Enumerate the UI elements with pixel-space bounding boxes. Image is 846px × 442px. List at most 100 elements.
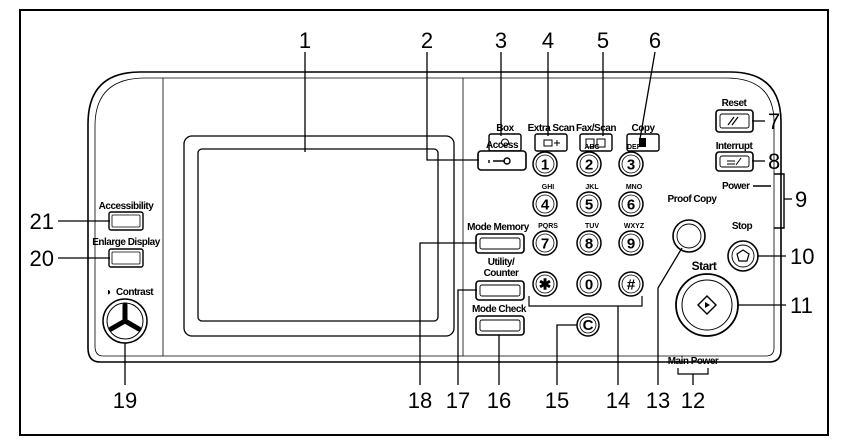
contrast-label: Contrast xyxy=(116,287,154,298)
keypad-key-9[interactable] xyxy=(532,271,558,297)
keypad-digit: 6 xyxy=(627,197,635,214)
power-label: Power xyxy=(722,181,750,192)
keypad-digit: 5 xyxy=(585,197,593,214)
proof-copy-button-inner xyxy=(676,223,702,249)
main-power-label: Main Power xyxy=(668,356,719,367)
stop-icon xyxy=(736,249,750,262)
keypad-key-inner xyxy=(535,274,555,294)
keypad-key-inner xyxy=(621,274,641,294)
keypad-digit: 1 xyxy=(541,157,549,174)
interrupt-icon xyxy=(727,157,742,166)
accessibility-button-inner xyxy=(111,214,141,228)
extra-scan-button[interactable] xyxy=(534,133,568,152)
reset-button-inner xyxy=(719,113,750,129)
callout-13: 13 xyxy=(646,388,670,413)
keypad-key-11[interactable] xyxy=(618,271,644,297)
proof-copy-label: Proof Copy xyxy=(668,194,718,205)
utility-label-line2: Counter xyxy=(484,268,519,279)
leader-18 xyxy=(419,242,477,385)
contrast-symbol: ◑ xyxy=(105,287,111,298)
keypad-key-0[interactable] xyxy=(532,151,558,177)
reset-label: Reset xyxy=(722,98,748,109)
leader-6 xyxy=(639,51,656,140)
main-power-indicator xyxy=(677,368,709,375)
keypad-key-inner xyxy=(621,194,641,214)
interrupt-button-inner xyxy=(719,155,750,168)
callout-11: 11 xyxy=(790,293,813,318)
keypad-key-4[interactable] xyxy=(576,191,602,217)
keypad-digit: 7 xyxy=(541,236,549,253)
callout-14: 14 xyxy=(606,388,630,413)
keypad-letters: ABC xyxy=(584,144,599,151)
utility-label-line1: Utility/ xyxy=(488,257,515,268)
callout-6: 6 xyxy=(649,28,661,53)
callout-12: 12 xyxy=(681,388,705,413)
keypad-key-10[interactable] xyxy=(576,271,602,297)
touch-panel-screen[interactable] xyxy=(197,148,439,322)
keypad-key-1[interactable] xyxy=(576,151,602,177)
callout-8: 8 xyxy=(768,149,780,174)
utility-counter-button[interactable] xyxy=(475,280,525,301)
keypad-bracket xyxy=(528,296,643,307)
callout-20: 20 xyxy=(30,246,54,271)
enlarge-display-label: Enlarge Display xyxy=(92,237,160,248)
callout-9: 9 xyxy=(795,187,807,212)
keypad-key-inner xyxy=(579,154,599,174)
keypad-digit: 2 xyxy=(585,157,593,174)
mode-check-button[interactable] xyxy=(475,315,525,336)
keypad-key-8[interactable] xyxy=(618,230,644,256)
callout-17: 17 xyxy=(446,388,470,413)
keypad-key-7[interactable] xyxy=(576,230,602,256)
stop-button-inner xyxy=(731,244,755,268)
mode-check-label: Mode Check xyxy=(472,304,527,315)
leader-17 xyxy=(457,289,477,385)
callout-19: 19 xyxy=(113,388,137,413)
callout-3: 3 xyxy=(495,28,507,53)
keypad-key-inner xyxy=(535,154,555,174)
copy-icon xyxy=(639,138,646,147)
mode-memory-button-inner xyxy=(479,237,521,250)
copy-label: Copy xyxy=(632,123,656,134)
stop-label: Stop xyxy=(732,221,753,232)
accessibility-label: Accessibility xyxy=(99,201,155,212)
extra-scan-icon xyxy=(543,139,560,147)
power-switch[interactable] xyxy=(774,173,785,229)
keypad-key-inner xyxy=(535,194,555,214)
keypad-letters: WXYZ xyxy=(624,223,645,230)
callout-4: 4 xyxy=(542,28,554,53)
keypad-key-inner xyxy=(535,233,555,253)
callout-2: 2 xyxy=(421,28,433,53)
stop-button[interactable] xyxy=(727,240,759,272)
leader-15 xyxy=(556,324,577,385)
callout-1: 1 xyxy=(299,28,311,53)
start-label: Start xyxy=(692,259,717,273)
leader-2 xyxy=(426,52,479,161)
callout-5: 5 xyxy=(597,28,609,53)
keypad-letters: GHI xyxy=(542,184,555,191)
box-label: Box xyxy=(496,123,514,134)
keypad-key-3[interactable] xyxy=(532,191,558,217)
keypad-digit: # xyxy=(627,277,636,294)
keypad-digit: 3 xyxy=(627,157,635,174)
start-button-inner xyxy=(681,279,733,331)
proof-copy-button[interactable] xyxy=(672,219,706,253)
keypad-key-inner xyxy=(579,233,599,253)
callout-7: 7 xyxy=(768,109,780,134)
start-play-icon xyxy=(705,302,710,308)
contrast-dial-grip-icon xyxy=(108,302,142,332)
keypad-letters: PQRS xyxy=(538,223,558,230)
interrupt-label: Interrupt xyxy=(716,141,754,152)
mode-memory-label: Mode Memory xyxy=(467,222,530,233)
keypad-letters: TUV xyxy=(585,223,599,230)
start-icon xyxy=(697,295,717,315)
keypad-digit: 0 xyxy=(585,277,593,294)
leader-13 xyxy=(657,247,683,385)
keypad-key-6[interactable] xyxy=(532,230,558,256)
keypad-key-inner xyxy=(621,233,641,253)
keypad-key-2[interactable] xyxy=(618,151,644,177)
key-icon xyxy=(488,157,511,165)
keypad-key-5[interactable] xyxy=(618,191,644,217)
mode-memory-button[interactable] xyxy=(475,233,525,254)
